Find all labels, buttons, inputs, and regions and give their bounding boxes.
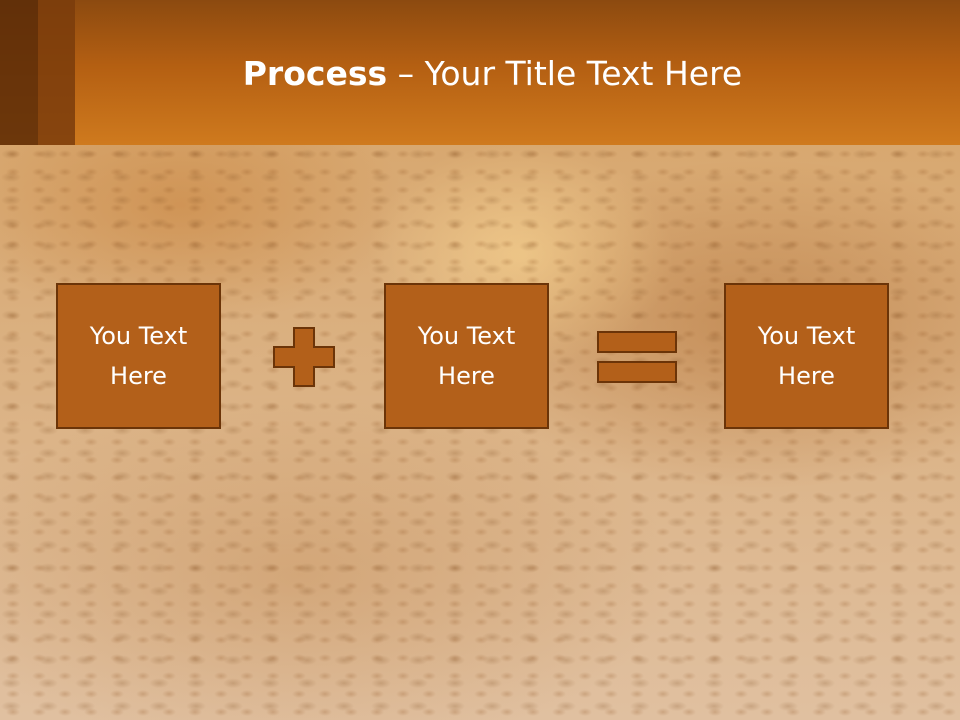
decorative-strip-medium bbox=[38, 0, 75, 145]
decorative-strip-dark bbox=[0, 0, 38, 145]
slide-title[interactable]: Process – Your Title Text Here bbox=[0, 52, 960, 96]
title-text: Your Title Text Here bbox=[424, 54, 743, 93]
process-box-1[interactable]: You Text Here bbox=[56, 283, 221, 429]
grain-texture bbox=[0, 145, 960, 720]
process-box-2[interactable]: You Text Here bbox=[384, 283, 549, 429]
equals-icon bbox=[597, 331, 677, 383]
background-photo bbox=[0, 145, 960, 720]
plus-icon bbox=[273, 327, 335, 387]
title-dash: – bbox=[387, 54, 425, 93]
process-box-2-text: You Text Here bbox=[417, 322, 516, 390]
title-bold: Process bbox=[242, 54, 388, 93]
grain-texture-secondary bbox=[0, 145, 960, 720]
process-box-3[interactable]: You Text Here bbox=[724, 283, 889, 429]
process-box-1-text: You Text Here bbox=[89, 322, 188, 390]
title-bar: Process – Your Title Text Here bbox=[0, 0, 960, 145]
process-box-3-text: You Text Here bbox=[757, 322, 856, 390]
